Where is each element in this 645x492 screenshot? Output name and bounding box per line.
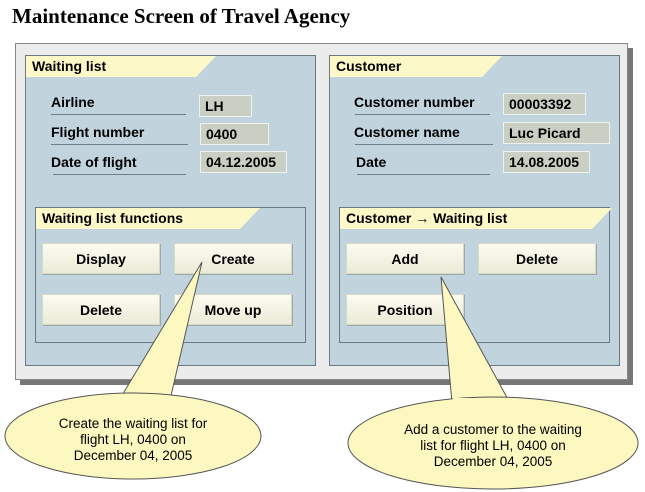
callout-create-text: Create the waiting list for flight LH, 0… bbox=[20, 416, 246, 464]
date-of-flight-field[interactable]: 04.12.2005 bbox=[200, 151, 287, 173]
delete-customer-button[interactable]: Delete bbox=[478, 243, 596, 274]
waiting-list-functions-label: Waiting list functions bbox=[42, 210, 184, 226]
callout-add-text: Add a customer to the waiting list for f… bbox=[363, 422, 623, 470]
date-label: Date bbox=[356, 154, 387, 170]
airline-label: Airline bbox=[51, 94, 95, 110]
waiting-list-header-label: Waiting list bbox=[32, 58, 107, 74]
divider bbox=[357, 174, 490, 175]
customer-waiting-list-label: Customer → Waiting list bbox=[346, 210, 508, 226]
date-of-flight-label: Date of flight bbox=[51, 154, 137, 170]
divider bbox=[355, 114, 490, 115]
display-button[interactable]: Display bbox=[42, 243, 160, 274]
divider bbox=[355, 144, 493, 145]
customer-name-label: Customer name bbox=[354, 124, 460, 140]
create-button[interactable]: Create bbox=[174, 243, 292, 274]
callout-create-bubble bbox=[4, 261, 262, 480]
callout-line: December 04, 2005 bbox=[433, 454, 553, 469]
airline-field[interactable]: LH bbox=[199, 95, 252, 117]
date-field[interactable]: 14.08.2005 bbox=[503, 151, 590, 173]
divider bbox=[51, 144, 188, 145]
waiting-list-header: Waiting list bbox=[26, 56, 216, 77]
waiting-list-functions-header: Waiting list functions bbox=[36, 208, 260, 229]
callout-line: Create the waiting list for bbox=[58, 416, 208, 431]
callout-line: list for flight LH, 0400 on bbox=[420, 438, 566, 453]
callout-line: Add a customer to the waiting bbox=[404, 422, 582, 437]
customer-number-label: Customer number bbox=[354, 94, 475, 110]
callout-line: December 04, 2005 bbox=[73, 448, 193, 463]
add-button[interactable]: Add bbox=[346, 243, 464, 274]
callout-add-bubble bbox=[347, 276, 639, 490]
customer-header: Customer bbox=[330, 56, 502, 77]
delete-waiting-list-button[interactable]: Delete bbox=[42, 294, 160, 325]
divider bbox=[51, 114, 186, 115]
customer-name-field[interactable]: Luc Picard bbox=[503, 122, 610, 144]
page-title: Maintenance Screen of Travel Agency bbox=[12, 4, 351, 28]
divider bbox=[53, 174, 186, 175]
callout-line: flight LH, 0400 on bbox=[80, 432, 186, 447]
flight-number-field[interactable]: 0400 bbox=[200, 123, 269, 145]
customer-number-field[interactable]: 00003392 bbox=[503, 93, 586, 115]
customer-header-label: Customer bbox=[336, 58, 402, 74]
flight-number-label: Flight number bbox=[51, 124, 145, 140]
customer-waiting-list-header: Customer → Waiting list bbox=[340, 208, 612, 229]
